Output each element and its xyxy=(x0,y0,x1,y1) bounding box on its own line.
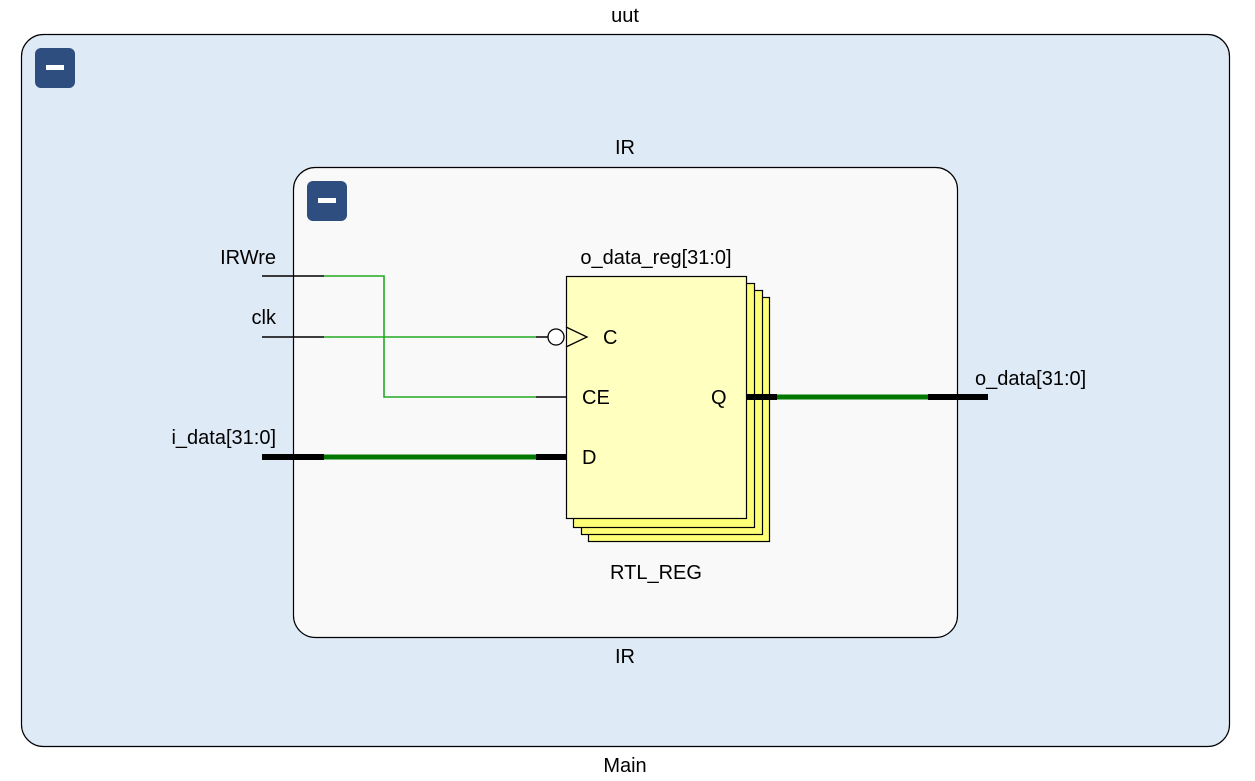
register-cell[interactable] xyxy=(547,275,771,543)
outer-block-footer: Main xyxy=(603,755,646,777)
port-label-i-data: i_data[31:0] xyxy=(171,427,276,449)
register-instance-name: o_data_reg[31:0] xyxy=(580,247,731,269)
minus-icon xyxy=(318,198,336,203)
register-cell-type: RTL_REG xyxy=(610,562,702,584)
port-label-clk: clk xyxy=(252,307,277,329)
clock-inversion-bubble xyxy=(547,328,565,346)
outer-collapse-button[interactable] xyxy=(35,48,75,88)
minus-icon xyxy=(46,65,64,70)
inner-collapse-button[interactable] xyxy=(307,181,347,221)
clock-triangle-icon xyxy=(565,326,589,348)
inner-block-title: IR xyxy=(615,137,635,159)
pin-label-c: C xyxy=(603,327,617,349)
port-label-irwre: IRWre xyxy=(220,247,276,269)
register-body xyxy=(565,275,748,520)
inner-block-footer: IR xyxy=(615,646,635,668)
pin-label-ce: CE xyxy=(582,387,610,409)
pin-label-q: Q xyxy=(711,387,727,409)
port-label-o-data: o_data[31:0] xyxy=(975,368,1086,390)
pin-label-d: D xyxy=(582,447,596,469)
outer-block-title: uut xyxy=(611,5,639,27)
